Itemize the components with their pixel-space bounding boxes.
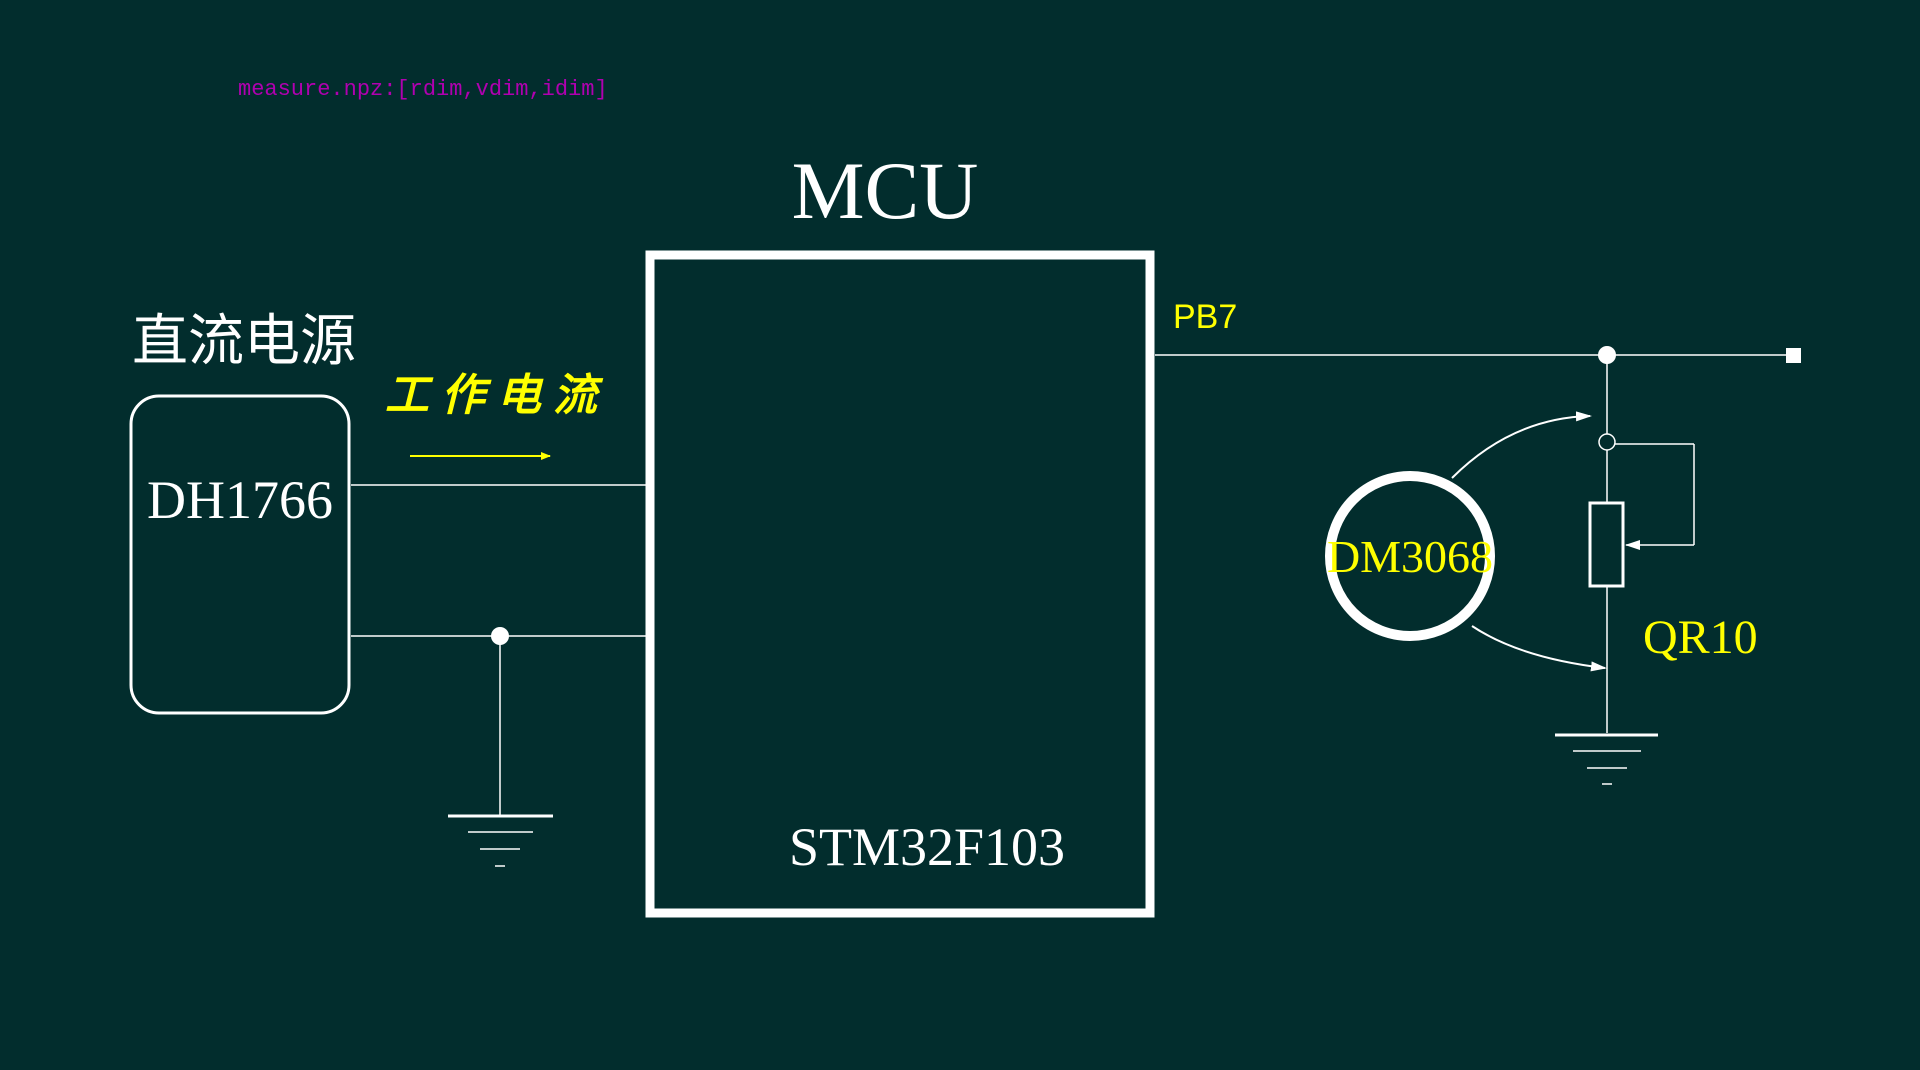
pb7-terminal [1786,348,1801,363]
current-label: 工作电流 [385,371,609,420]
meter-circle [1325,471,1495,641]
ground-symbol-left [448,814,553,867]
mcu-chip-label: STM32F103 [789,817,1065,877]
power-supply-title: 直流电源 [132,309,356,372]
pin-label-pb7: PB7 [1173,298,1237,336]
potentiometer-label: QR10 [1643,611,1758,664]
power-supply-block [129,394,351,715]
mcu-block [645,250,1155,918]
potentiometer-body [1588,501,1625,588]
header-note: measure.npz:[rdim,vdim,idim] [238,77,608,102]
meter-probe-bottom [1471,625,1607,672]
meter-model: DM3068 [1327,531,1493,582]
power-supply-model: DH1766 [147,470,333,530]
meter-probe-top [1451,411,1592,479]
mcu-title: MCU [792,145,979,236]
ground-symbol-right [1555,733,1658,785]
pot-node-circle [1598,433,1616,451]
pot-wiper-arrow [1625,540,1640,550]
